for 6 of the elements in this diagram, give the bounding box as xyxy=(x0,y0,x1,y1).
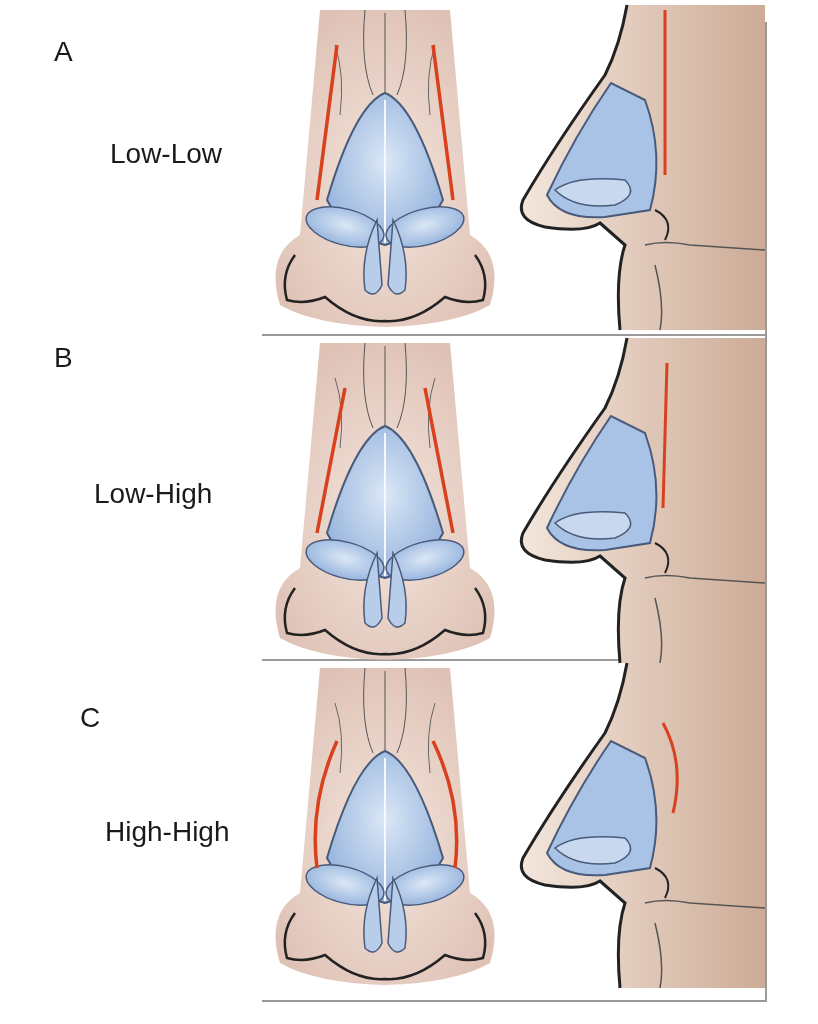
panel-letter: C xyxy=(80,702,101,734)
panel-label: High-High xyxy=(105,816,230,848)
panel-label: Low-High xyxy=(94,478,213,510)
panel-letter: A xyxy=(54,36,73,68)
panel-letter: B xyxy=(54,342,73,374)
panel-label: Low-Low xyxy=(110,138,223,170)
